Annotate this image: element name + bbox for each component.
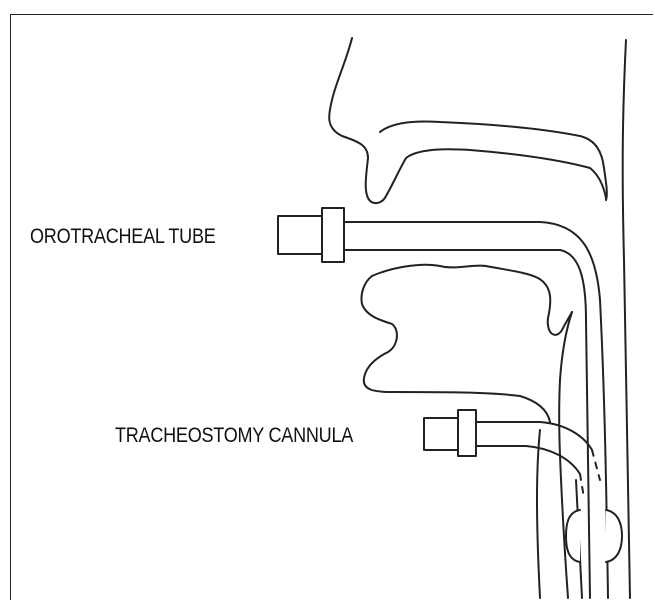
- cuff-left: [566, 510, 580, 562]
- nose-profile: [329, 38, 606, 203]
- trach-cannula-hidden: [592, 450, 600, 480]
- cuff-right: [606, 510, 622, 562]
- esophagus-wall: [537, 430, 540, 598]
- tracheostomy-cannula-label: TRACHEOSTOMY CANNULA: [115, 424, 353, 448]
- trach-connector-flange: [458, 410, 476, 456]
- orotracheal-connector-flange: [322, 208, 344, 262]
- trach-cannula-hidden-2: [580, 474, 584, 498]
- tongue-outline: [361, 276, 550, 422]
- orotracheal-connector-outer: [278, 216, 326, 254]
- tongue-upper-outline: [372, 265, 572, 335]
- neck-back-outline: [623, 40, 630, 598]
- orotracheal-tube-label: OROTRACHEAL TUBE: [30, 225, 216, 249]
- palate-outline: [380, 121, 607, 200]
- trach-cannula-bottom: [476, 446, 580, 474]
